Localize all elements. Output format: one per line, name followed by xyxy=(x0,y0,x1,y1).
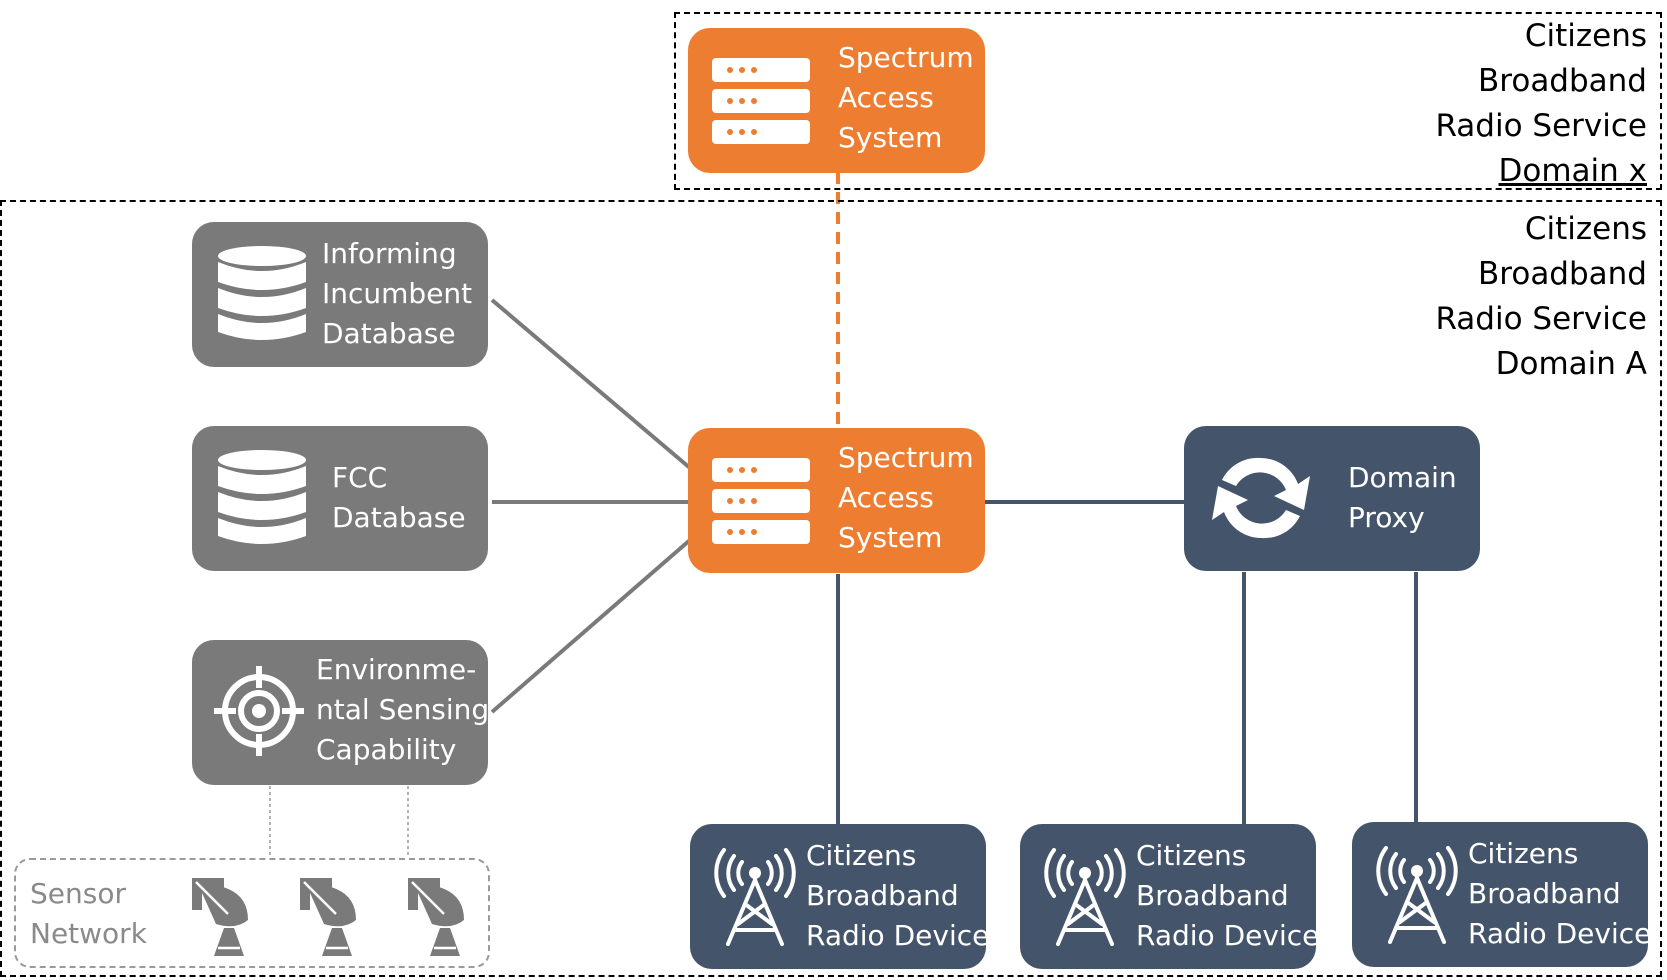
radio-tower-icon xyxy=(1376,846,1458,944)
domain-x-frame xyxy=(674,12,1662,190)
server-icon xyxy=(712,58,810,144)
domain-a-frame xyxy=(0,200,1662,977)
domain-proxy-node[interactable]: Domain Proxy xyxy=(1184,426,1480,571)
domain-a-label: Citizens Broadband Radio Service Domain … xyxy=(1435,211,1647,382)
link-esc-sas xyxy=(490,538,692,714)
sas-domain-x-node[interactable]: Spectrum Access System xyxy=(688,28,985,173)
satellite-dish-icon xyxy=(192,878,248,956)
server-icon xyxy=(712,458,810,544)
cbsd-node-3[interactable]: Citizens Broadband Radio Device xyxy=(1352,822,1651,967)
sas-main-node[interactable]: Spectrum Access System xyxy=(688,428,985,573)
database-icon xyxy=(218,450,306,544)
radio-tower-icon xyxy=(714,848,796,946)
environmental-sensing-capability-node[interactable]: Environme- ntal Sensing Capability xyxy=(192,640,489,785)
cbsd-node-1[interactable]: Citizens Broadband Radio Device xyxy=(690,824,989,969)
sensor-network-label: Sensor Network xyxy=(30,877,147,950)
cbsd-node-2[interactable]: Citizens Broadband Radio Device xyxy=(1020,824,1319,969)
satellite-dish-icon xyxy=(300,878,356,956)
domain-x-label: Citizens Broadband Radio Service Domain … xyxy=(1435,18,1647,189)
informing-incumbent-database-node[interactable]: Informing Incumbent Database xyxy=(192,222,488,367)
fcc-database-node[interactable]: FCC Database xyxy=(192,426,488,571)
radio-tower-icon xyxy=(1044,848,1126,946)
sync-icon xyxy=(1212,457,1310,539)
link-iid-sas xyxy=(490,298,692,470)
sensor-network-group: Sensor Network xyxy=(14,858,490,968)
crosshair-icon xyxy=(214,666,304,756)
satellite-dish-icon xyxy=(408,878,464,956)
database-icon xyxy=(218,246,306,340)
